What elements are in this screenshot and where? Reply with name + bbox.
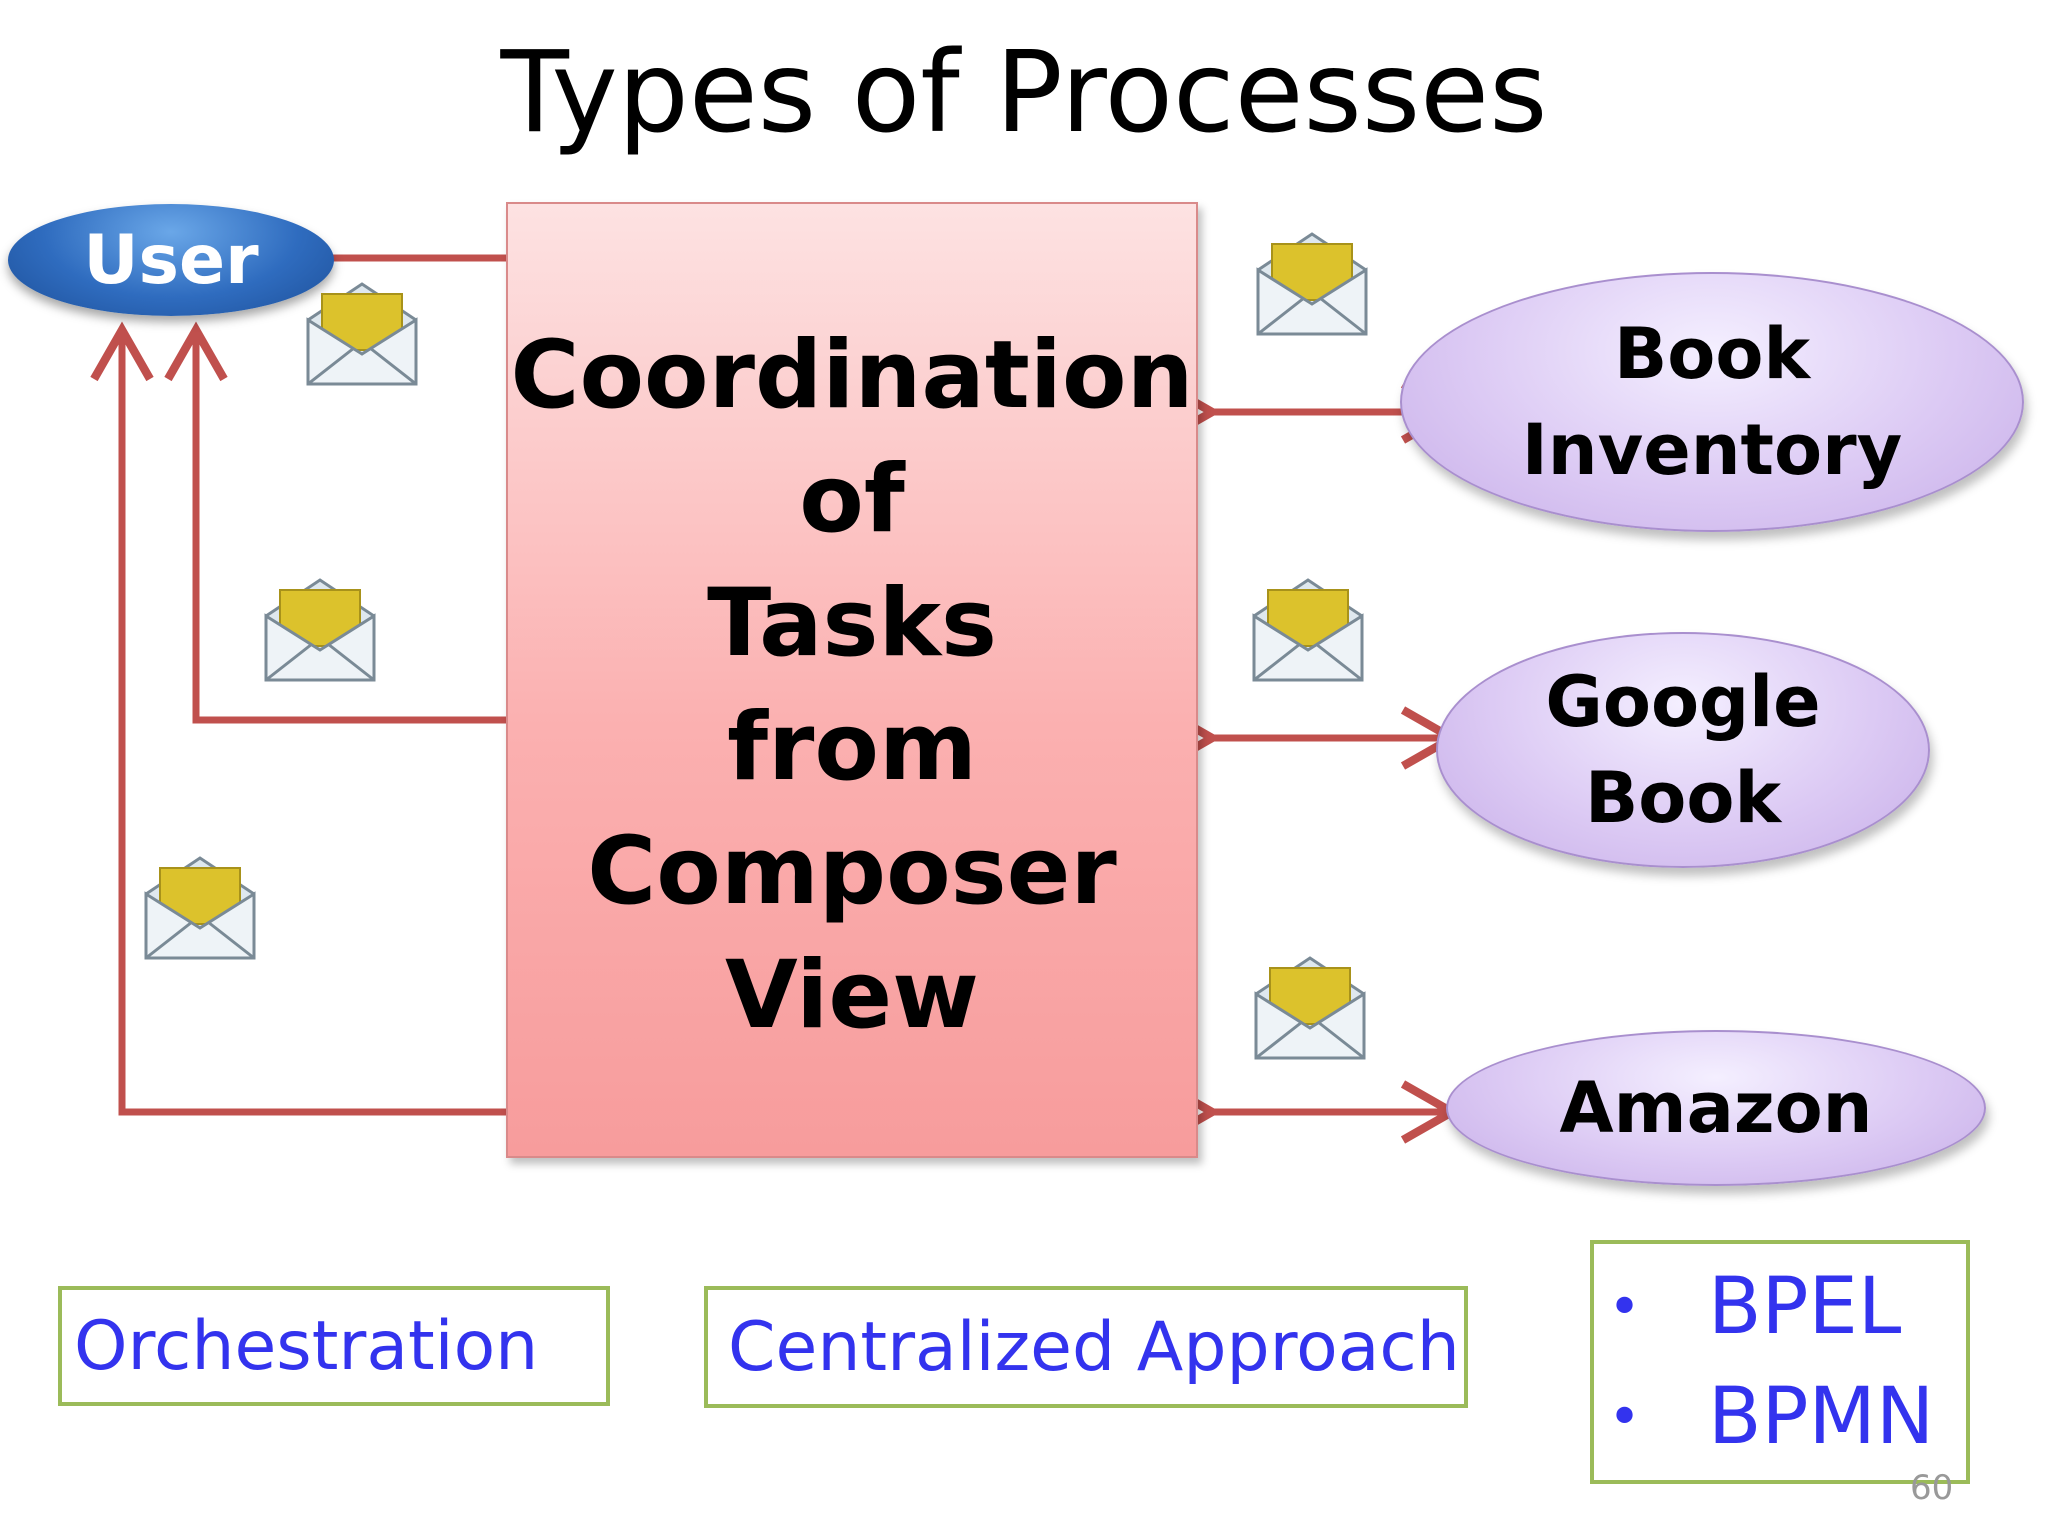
service-book-inventory: Book Inventory <box>1400 272 2024 532</box>
coordinator-line: Composer <box>587 817 1117 926</box>
service-label: Inventory <box>1521 409 1903 491</box>
service-label: Book <box>1584 757 1782 839</box>
user-return-arrow-bottom <box>90 321 506 1116</box>
user-label: User <box>83 220 259 300</box>
service-label: Google <box>1545 661 1821 743</box>
centralized-approach-tag: Centralized Approach <box>704 1286 1468 1408</box>
coordinator-box: Coordination of Tasks from Composer View <box>506 202 1198 1158</box>
bullet: • <box>1608 1274 1642 1340</box>
user-return-arrow-middle <box>164 321 506 724</box>
envelope-icon <box>306 282 418 386</box>
service-amazon: Amazon <box>1446 1030 1986 1186</box>
service-google-book: Google Book <box>1436 632 1930 868</box>
list-item: • BPMN <box>1594 1362 1934 1472</box>
standard-label: BPEL <box>1708 1262 1902 1352</box>
user-node: User <box>8 204 334 316</box>
service-label: Book <box>1613 313 1811 395</box>
orchestration-tag: Orchestration <box>58 1286 610 1406</box>
coordinator-line: Tasks <box>707 569 997 678</box>
envelope-icon <box>1254 956 1366 1060</box>
coordinator-line: Coordination <box>510 321 1194 430</box>
envelope-icon <box>144 856 256 960</box>
list-item: • BPEL <box>1594 1252 1901 1362</box>
slide-title: Types of Processes <box>500 28 1548 158</box>
coordinator-line: from <box>727 693 977 802</box>
envelope-icon <box>1252 578 1364 682</box>
centralized-approach-label: Centralized Approach <box>728 1307 1460 1387</box>
orchestration-label: Orchestration <box>74 1306 539 1386</box>
page-number: 60 <box>1910 1468 1954 1508</box>
bullet: • <box>1608 1384 1642 1450</box>
coordinator-line: of <box>799 445 905 554</box>
service-label: Amazon <box>1559 1067 1873 1149</box>
standards-list: • BPEL • BPMN <box>1590 1240 1970 1484</box>
standard-label: BPMN <box>1708 1372 1935 1462</box>
envelope-icon <box>264 578 376 682</box>
coordinator-line: View <box>725 941 979 1050</box>
envelope-icon <box>1256 232 1368 336</box>
